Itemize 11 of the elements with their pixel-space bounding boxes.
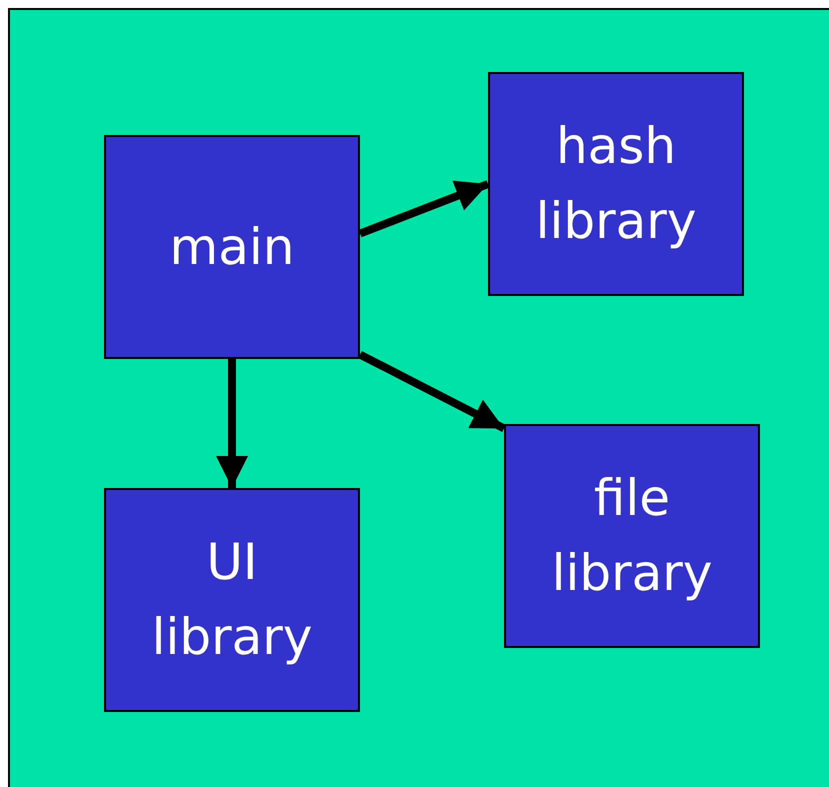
module-box	[488, 72, 744, 296]
arrow	[358, 180, 490, 238]
arrow	[358, 350, 506, 432]
module-name: UI library	[150, 532, 314, 668]
arrow	[216, 359, 248, 488]
module-name: main	[168, 216, 296, 278]
module-box	[104, 135, 360, 359]
module-box	[504, 424, 760, 648]
module-box	[104, 488, 360, 712]
module-name: file library	[550, 468, 714, 604]
module-name: hash library	[534, 116, 698, 252]
